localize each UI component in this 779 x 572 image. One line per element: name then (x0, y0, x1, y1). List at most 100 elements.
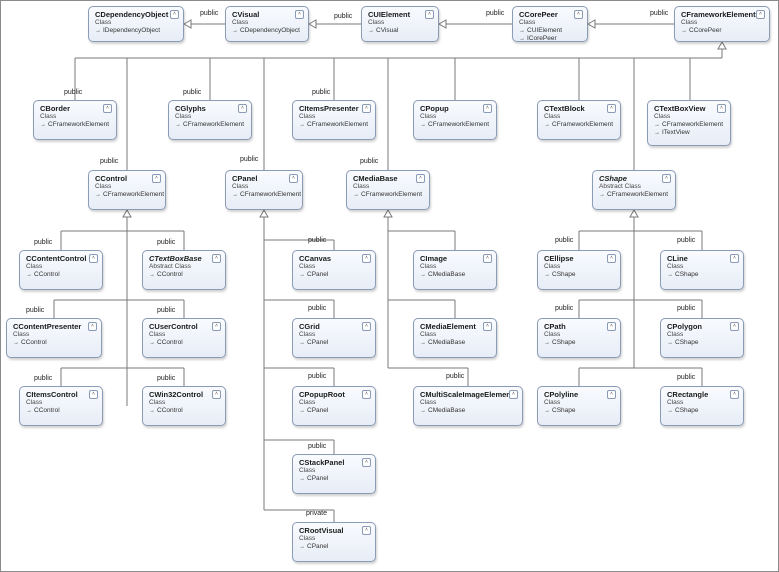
chevron-up-icon[interactable]: ˄ (89, 390, 98, 399)
chevron-up-icon[interactable]: ˄ (425, 10, 434, 19)
arrow-right-icon: → (40, 122, 46, 128)
class-kind: Class (175, 113, 192, 120)
chevron-up-icon[interactable]: ˄ (362, 390, 371, 399)
chevron-up-icon[interactable]: ˄ (212, 254, 221, 263)
chevron-up-icon[interactable]: ˄ (483, 322, 492, 331)
class-name: CItemsControl (26, 390, 78, 399)
chevron-up-icon[interactable]: ˄ (362, 104, 371, 113)
chevron-up-icon[interactable]: ˄ (574, 10, 583, 19)
chevron-up-icon[interactable]: ˄ (289, 174, 298, 183)
chevron-up-icon[interactable]: ˄ (607, 104, 616, 113)
chevron-up-icon[interactable]: ˄ (607, 254, 616, 263)
class-kind: Class (544, 399, 561, 406)
chevron-up-icon[interactable]: ˄ (730, 322, 739, 331)
chevron-up-icon[interactable]: ˄ (756, 10, 765, 19)
chevron-up-icon[interactable]: ˄ (607, 322, 616, 331)
chevron-up-icon[interactable]: ˄ (362, 526, 371, 535)
class-name: CRootVisual (299, 526, 344, 535)
class-kind: Class (544, 331, 561, 338)
chevron-up-icon[interactable]: ˄ (88, 322, 97, 331)
chevron-up-icon[interactable]: ˄ (212, 322, 221, 331)
class-name: CContentControl (26, 254, 87, 263)
arrow-right-icon: → (299, 122, 305, 128)
arrow-right-icon: → (368, 28, 374, 34)
class-name: CCorePeer (519, 10, 558, 19)
chevron-up-icon[interactable]: ˄ (362, 458, 371, 467)
chevron-up-icon[interactable]: ˄ (295, 10, 304, 19)
class-name: CCanvas (299, 254, 332, 263)
base-type-row: →CPanel (299, 339, 371, 347)
chevron-up-icon[interactable]: ˄ (212, 390, 221, 399)
chevron-up-icon[interactable]: ˄ (483, 104, 492, 113)
chevron-up-icon[interactable]: ˄ (89, 254, 98, 263)
access-label-cpopuproot: public (308, 373, 327, 380)
chevron-up-icon[interactable]: ˄ (662, 174, 671, 183)
base-type-row: →CControl (26, 271, 98, 279)
chevron-up-icon[interactable]: ˄ (730, 390, 739, 399)
chevron-up-icon[interactable]: ˄ (717, 104, 726, 113)
chevron-up-icon[interactable]: ˄ (730, 254, 739, 263)
base-type-name: CPanel (307, 339, 329, 346)
chevron-up-icon[interactable]: ˄ (362, 322, 371, 331)
chevron-up-icon[interactable]: ˄ (362, 254, 371, 263)
base-type-name: CFrameworkElement (361, 191, 423, 198)
base-type-name: CFrameworkElement (662, 121, 724, 128)
base-type-name: CFrameworkElement (428, 121, 490, 128)
base-type-name: CShape (675, 339, 699, 346)
arrow-right-icon: → (420, 272, 426, 278)
arrow-right-icon: → (26, 408, 32, 414)
arrow-right-icon: → (149, 340, 155, 346)
arrow-right-icon: → (353, 192, 359, 198)
chevron-up-icon[interactable]: ˄ (416, 174, 425, 183)
class-name: CImage (420, 254, 448, 263)
base-type-name: CControl (34, 407, 60, 414)
chevron-up-icon[interactable]: ˄ (483, 254, 492, 263)
chevron-up-icon[interactable]: ˄ (170, 10, 179, 19)
chevron-up-icon[interactable]: ˄ (607, 390, 616, 399)
class-name: CUserControl (149, 322, 198, 331)
arrow-right-icon: → (654, 122, 660, 128)
class-kind: Class (420, 113, 437, 120)
class-name: CStackPanel (299, 458, 345, 467)
chevron-up-icon[interactable]: ˄ (152, 174, 161, 183)
chevron-up-icon[interactable]: ˄ (509, 390, 518, 399)
base-type-row: →CFrameworkElement (599, 191, 671, 199)
chevron-up-icon[interactable]: ˄ (238, 104, 247, 113)
chevron-up-icon[interactable]: ˄ (103, 104, 112, 113)
